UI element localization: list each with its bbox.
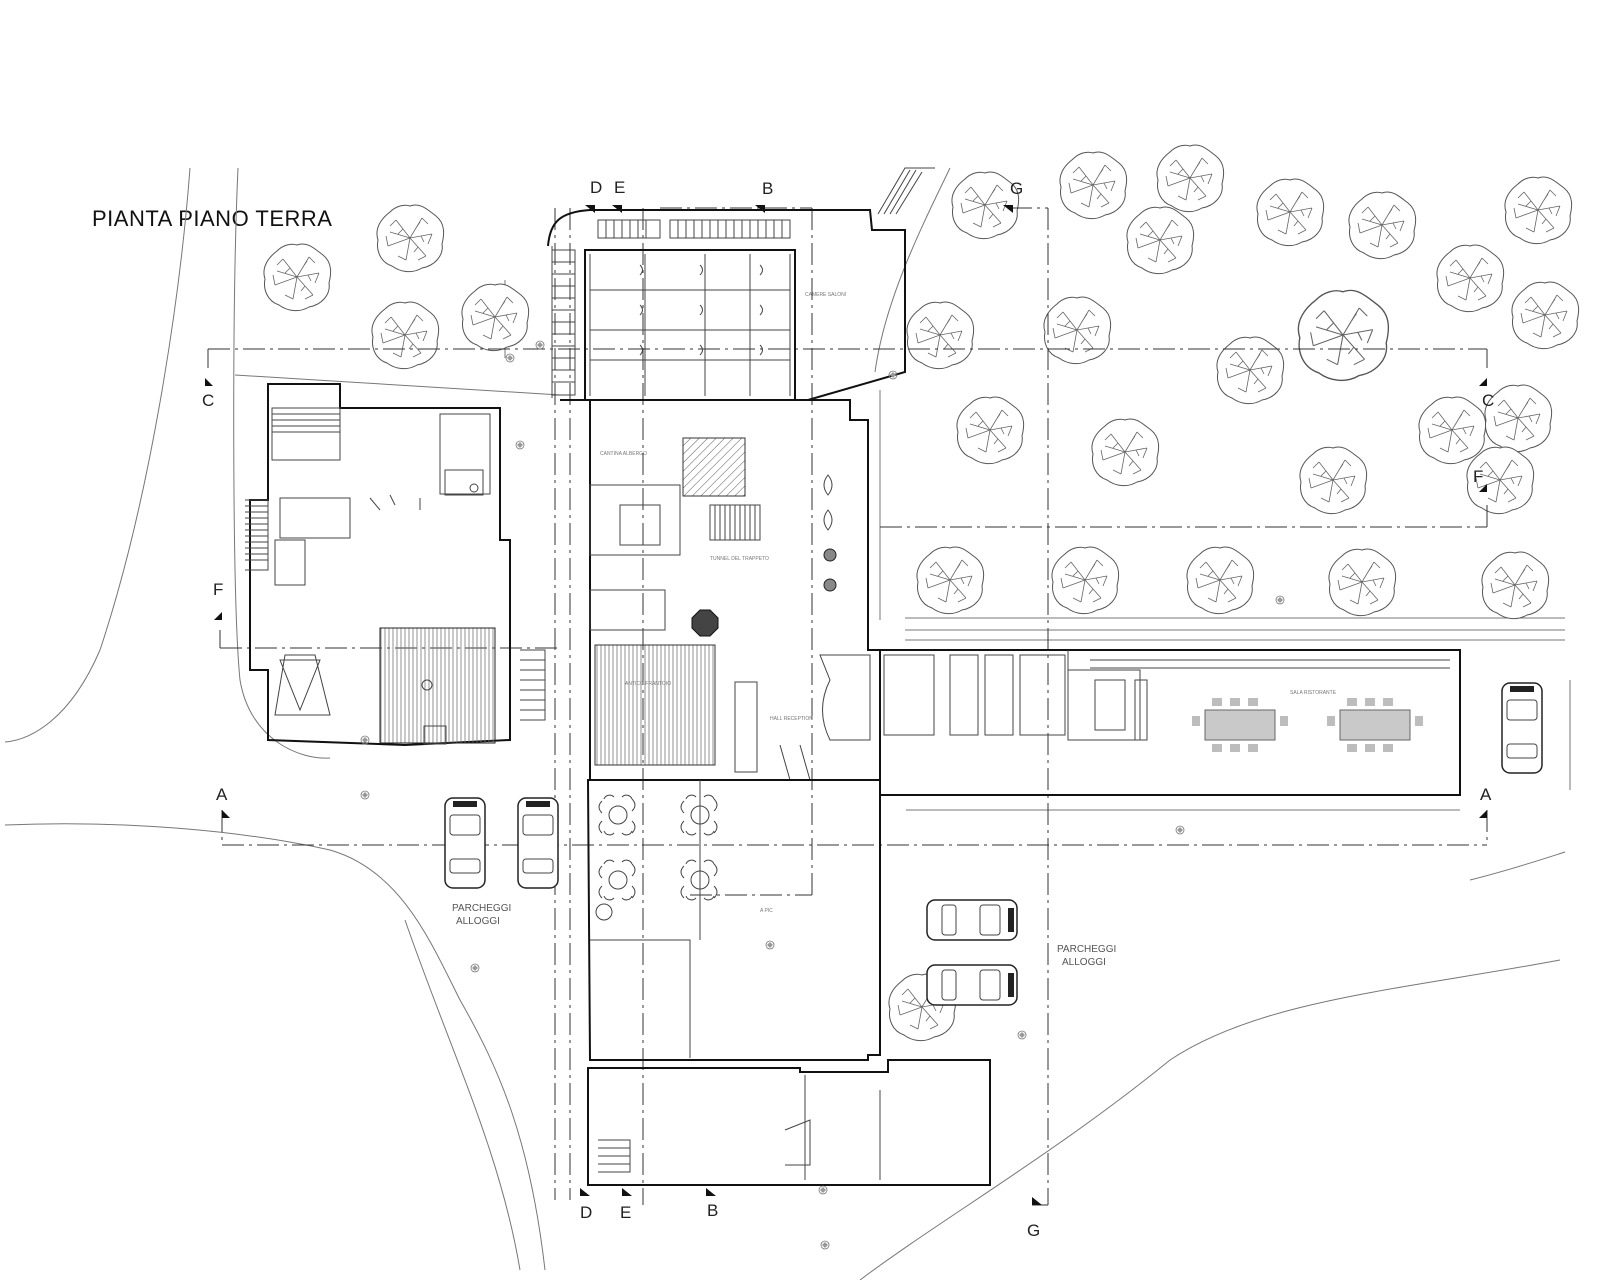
central-building: CANTINA ALBERGO TUNNEL DEL TRAPPETO ANTI… — [589, 399, 881, 781]
room-label-frantoio: ANTICO FRANTOIO — [625, 681, 671, 687]
room-label-sala: SALA RISTORANTE — [1290, 690, 1337, 696]
section-marker-a-left: A — [216, 785, 228, 804]
section-marker-e-top: E — [614, 178, 625, 197]
section-marker-c-left: C — [202, 391, 214, 410]
section-marker-b-bottom: B — [707, 1201, 718, 1220]
section-marker-f-right: F — [1473, 467, 1483, 486]
room-label-cantina: CANTINA ALBERGO — [600, 451, 647, 457]
section-marker-d-bottom: D — [580, 1203, 592, 1222]
room-label-bar: A PIC — [760, 908, 773, 914]
sala-tables-left — [1192, 698, 1288, 752]
section-marker-d-top: D — [590, 178, 602, 197]
right-wing: SALA RISTORANTE — [879, 649, 1461, 796]
rooms-block-top: CAMERE SALONI — [547, 167, 935, 401]
room-label-hall: HALL RECEPTION — [770, 716, 813, 722]
road-lines — [4, 167, 1571, 1280]
parking-label-right-2: ALLOGGI — [1062, 957, 1106, 968]
section-marker-b-top: B — [762, 179, 773, 198]
section-marker-g-bottom: G — [1027, 1221, 1040, 1240]
section-marker-c-right: C — [1482, 391, 1494, 410]
section-marker-e-bottom: E — [620, 1203, 631, 1222]
section-markers: D E B G C C F F A A D E B G — [202, 178, 1494, 1240]
parking-label-right-1: PARCHEGGI — [1057, 944, 1116, 955]
section-marker-g-top: G — [1010, 179, 1023, 198]
sala-tables-right — [1327, 698, 1423, 752]
parking-label-left-2: ALLOGGI — [456, 916, 500, 927]
section-marker-a-right: A — [1480, 785, 1492, 804]
south-building: A PIC — [586, 779, 991, 1186]
room-label-camere: CAMERE SALONI — [805, 292, 846, 298]
parking-labels: PARCHEGGI ALLOGGI PARCHEGGI ALLOGGI — [452, 903, 1116, 968]
parking-label-left-1: PARCHEGGI — [452, 903, 511, 914]
left-building — [245, 383, 546, 747]
section-marker-f-left: F — [213, 580, 223, 599]
drawing-title: PIANTA PIANO TERRA — [92, 206, 332, 231]
room-label-tunnel: TUNNEL DEL TRAPPETO — [710, 556, 769, 562]
